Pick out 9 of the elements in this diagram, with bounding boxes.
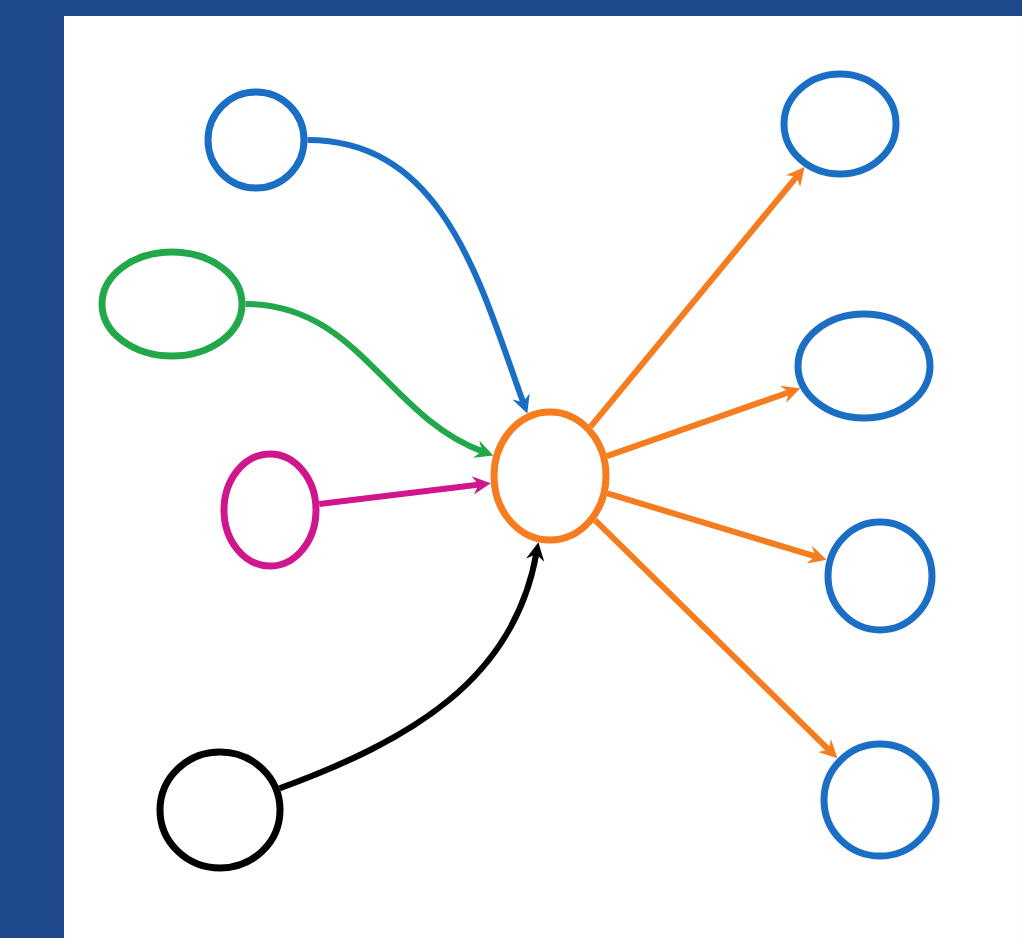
circle-node [204, 88, 308, 192]
circle-node [490, 408, 610, 544]
circle-node [794, 310, 934, 422]
circle-node [220, 450, 320, 570]
circle-node [156, 748, 284, 872]
circle-node [820, 740, 940, 860]
circle-node [824, 518, 936, 634]
circle-node [780, 70, 900, 178]
circle-node [98, 248, 246, 360]
